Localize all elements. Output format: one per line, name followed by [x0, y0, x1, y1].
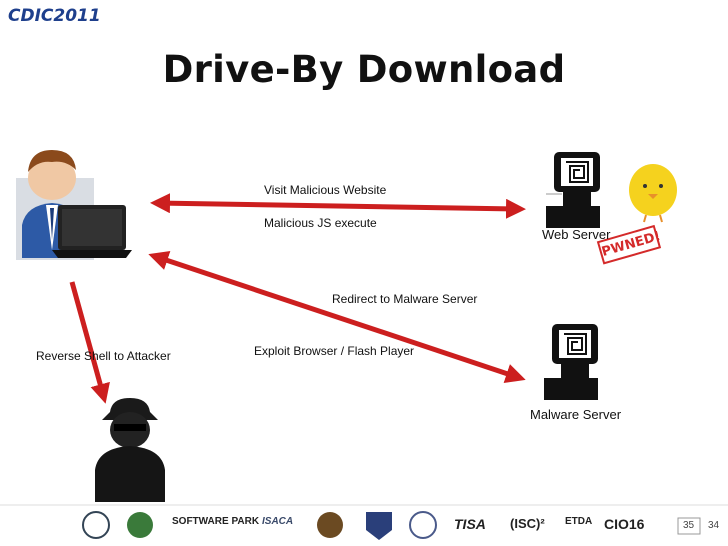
arrow-reverse-shell: [69, 281, 110, 404]
arrow-redirect-exploit: [148, 250, 526, 384]
malware-server-icon: [544, 324, 598, 400]
page-number-box: [677, 517, 701, 535]
web-server-icon: [546, 152, 600, 228]
logo-text: CDIC2011: [8, 6, 101, 26]
sponsor-shield-icon: [366, 512, 392, 540]
label-malware-server: Malware Server: [530, 407, 622, 422]
sponsor-isc2: (ISC)²: [510, 516, 545, 531]
sponsor-seal-icon: [82, 511, 110, 539]
page-total: 34: [708, 520, 720, 531]
chick-icon: [629, 164, 677, 223]
sponsor-software-park: SOFTWARE PARK: [172, 516, 260, 527]
laptop-icon: [52, 205, 132, 258]
label-visit-website: Visit Malicious Website: [264, 183, 387, 197]
sponsor-isaca: ISACA: [262, 516, 294, 527]
label-malicious-js: Malicious JS execute: [264, 216, 377, 230]
sponsor-tisa: TISA: [454, 516, 486, 532]
label-web-server: Web Server: [542, 227, 611, 242]
label-reverse-shell: Reverse Shell to Attacker: [36, 349, 171, 363]
conference-logo: CDIC2011: [4, 4, 101, 38]
sponsor-cio16: CIO16: [604, 516, 645, 532]
page-current: 35: [683, 520, 695, 531]
arrow-visit-website: [150, 193, 526, 219]
label-exploit: Exploit Browser / Flash Player: [254, 344, 415, 358]
pwned-stamp: [596, 224, 662, 265]
slide-title: Drive-By Download: [162, 48, 566, 91]
sponsor-etda: ETDA: [565, 516, 593, 527]
sponsor-seal-icon: [127, 512, 153, 538]
attacker-icon: [95, 398, 165, 502]
sponsor-seal-icon: [409, 511, 437, 539]
sponsor-seal-icon: [317, 512, 343, 538]
label-redirect: Redirect to Malware Server: [332, 292, 478, 306]
